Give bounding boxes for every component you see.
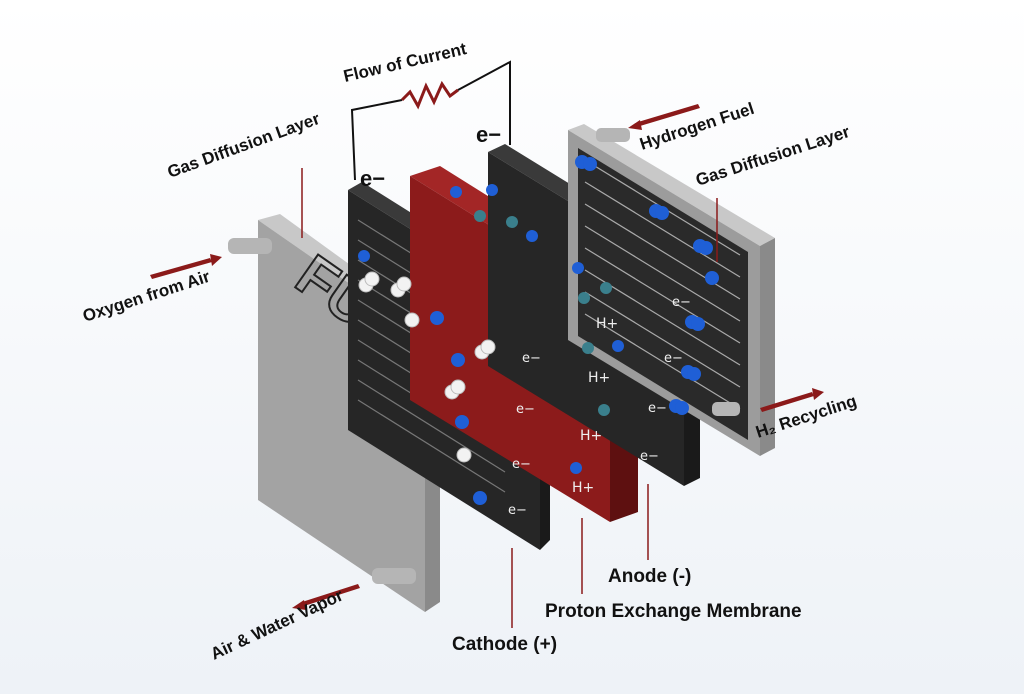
svg-text:H+: H+: [588, 370, 610, 386]
svg-text:e−: e−: [508, 503, 527, 518]
arrow-hydrogen: [628, 104, 700, 130]
arrow-h2-recycling: [760, 388, 824, 412]
svg-text:H+: H+: [580, 428, 602, 444]
svg-text:e−: e−: [516, 402, 535, 417]
oxygen-molecules: [358, 271, 496, 463]
air-water-vapor-label: Air & Water Vapor: [208, 585, 347, 663]
proton-balls: [474, 210, 612, 416]
anode-label: Anode (-): [608, 566, 691, 587]
arrow-air-water: [292, 584, 360, 610]
hydrogen-molecules: [358, 155, 719, 505]
svg-text:H+: H+: [596, 316, 618, 332]
gas-diffusion-left-label: Gas Diffusion Layer: [165, 109, 323, 182]
electron-left-label: e−: [360, 166, 385, 191]
arrow-oxygen: [150, 254, 222, 279]
electron-labels-anode: e− e− e− e−: [640, 295, 691, 464]
svg-text:H+: H+: [572, 480, 594, 496]
leader-lines: [301, 168, 718, 628]
gas-diffusion-right-label: Gas Diffusion Layer: [693, 122, 852, 190]
electron-labels-cathode: e− e− e− e−: [508, 351, 541, 518]
electron-right-label: e−: [476, 122, 501, 147]
svg-text:e−: e−: [648, 401, 667, 416]
svg-text:e−: e−: [640, 449, 659, 464]
svg-text:e−: e−: [664, 351, 683, 366]
pem-label: Proton Exchange Membrane: [545, 601, 802, 622]
resistor-icon: [400, 80, 459, 110]
end-plate-right: [568, 124, 775, 456]
flow-of-current-label: Flow of Current: [342, 39, 469, 86]
svg-text:e−: e−: [672, 295, 691, 310]
svg-text:e−: e−: [512, 457, 531, 472]
proton-labels: H+ H+ H+ H+: [572, 316, 618, 496]
circuit-wire: [350, 60, 511, 181]
svg-text:e−: e−: [522, 351, 541, 366]
cathode-label: Cathode (+): [452, 634, 557, 655]
oxygen-from-air-label: Oxygen from Air: [80, 267, 212, 326]
